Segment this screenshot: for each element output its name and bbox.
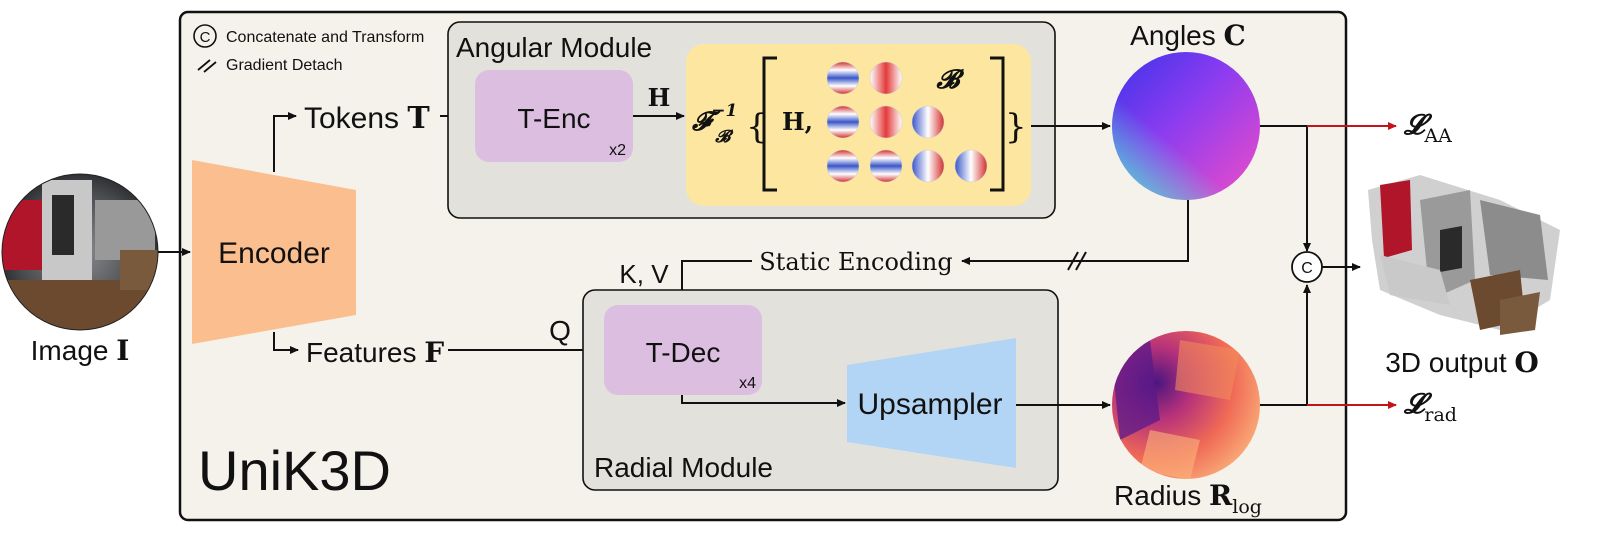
loss-aa-label: 𝓛AA	[1403, 108, 1452, 147]
output-pointcloud	[1368, 175, 1560, 335]
harmonic-icon	[911, 149, 945, 183]
h-label: H	[648, 83, 671, 112]
harmonic-icon	[869, 149, 903, 183]
tenc-repeat: x2	[609, 142, 626, 159]
bracket-left	[762, 56, 777, 192]
tokens-label: Tokens T	[304, 101, 430, 136]
tdec-repeat: x4	[739, 375, 756, 392]
concat-legend-label: Concatenate and Transform	[226, 29, 424, 46]
static-encoding-label: Static Encoding	[759, 248, 953, 276]
concat-legend-icon	[193, 24, 217, 48]
tdec-label: T-Dec	[646, 337, 721, 368]
harmonic-icon	[911, 105, 945, 139]
spherical-harmonics-basis	[826, 61, 988, 183]
angles-map-overlay	[1112, 52, 1260, 200]
output-label: 3D output O	[1385, 346, 1539, 379]
concat-node-symbol: C	[1301, 260, 1313, 277]
arrow-encoder-to-tokens	[273, 112, 297, 172]
input-image	[1, 173, 159, 331]
bracket-right	[990, 56, 1005, 192]
upsampler-label: Upsampler	[857, 388, 1002, 421]
legend: C Concatenate and Transform Gradient Det…	[193, 24, 424, 74]
encoder-block	[192, 160, 356, 344]
detach-legend-icon	[197, 59, 217, 73]
radius-map	[1112, 331, 1260, 479]
harmonic-icon	[826, 105, 860, 139]
h-in-brace-label: H,	[782, 107, 813, 136]
arrow-tdec-to-upsampler	[681, 395, 846, 407]
arrow-encoder-to-features	[273, 332, 299, 354]
features-label: Features F	[306, 336, 444, 369]
kv-label: K, V	[619, 259, 669, 289]
harmonic-icon	[826, 149, 860, 183]
encoder-label: Encoder	[218, 237, 330, 270]
radius-label: Radius Rlog	[1114, 479, 1262, 518]
harmonic-icon	[869, 105, 903, 139]
arrow-static-encoding-to-tdec	[678, 260, 752, 304]
radial-module-title: Radial Module	[594, 452, 773, 483]
gradient-detach-icon	[1067, 251, 1087, 271]
arrow-angles-to-static-encoding	[961, 200, 1189, 265]
angles-label: Angles C	[1130, 19, 1246, 52]
tenc-block	[475, 70, 633, 162]
angular-module-title: Angular Module	[456, 32, 652, 63]
harmonic-icon	[826, 61, 860, 95]
harmonic-icon	[869, 61, 903, 95]
framework-title: UniK3D	[198, 439, 391, 502]
tdec-block	[604, 305, 762, 395]
loss-rad-label: 𝓛rad	[1403, 387, 1457, 426]
brace-close: }	[1005, 107, 1027, 147]
brace-open: {	[746, 107, 768, 147]
harmonic-icon	[954, 149, 988, 183]
upsampler-block	[847, 338, 1016, 468]
concat-legend-symbol: C	[200, 29, 211, 46]
input-image-label: Image I	[31, 334, 130, 367]
detach-legend-label: Gradient Detach	[226, 57, 343, 74]
tenc-label: T-Enc	[517, 103, 590, 134]
query-label: Q	[549, 315, 571, 346]
